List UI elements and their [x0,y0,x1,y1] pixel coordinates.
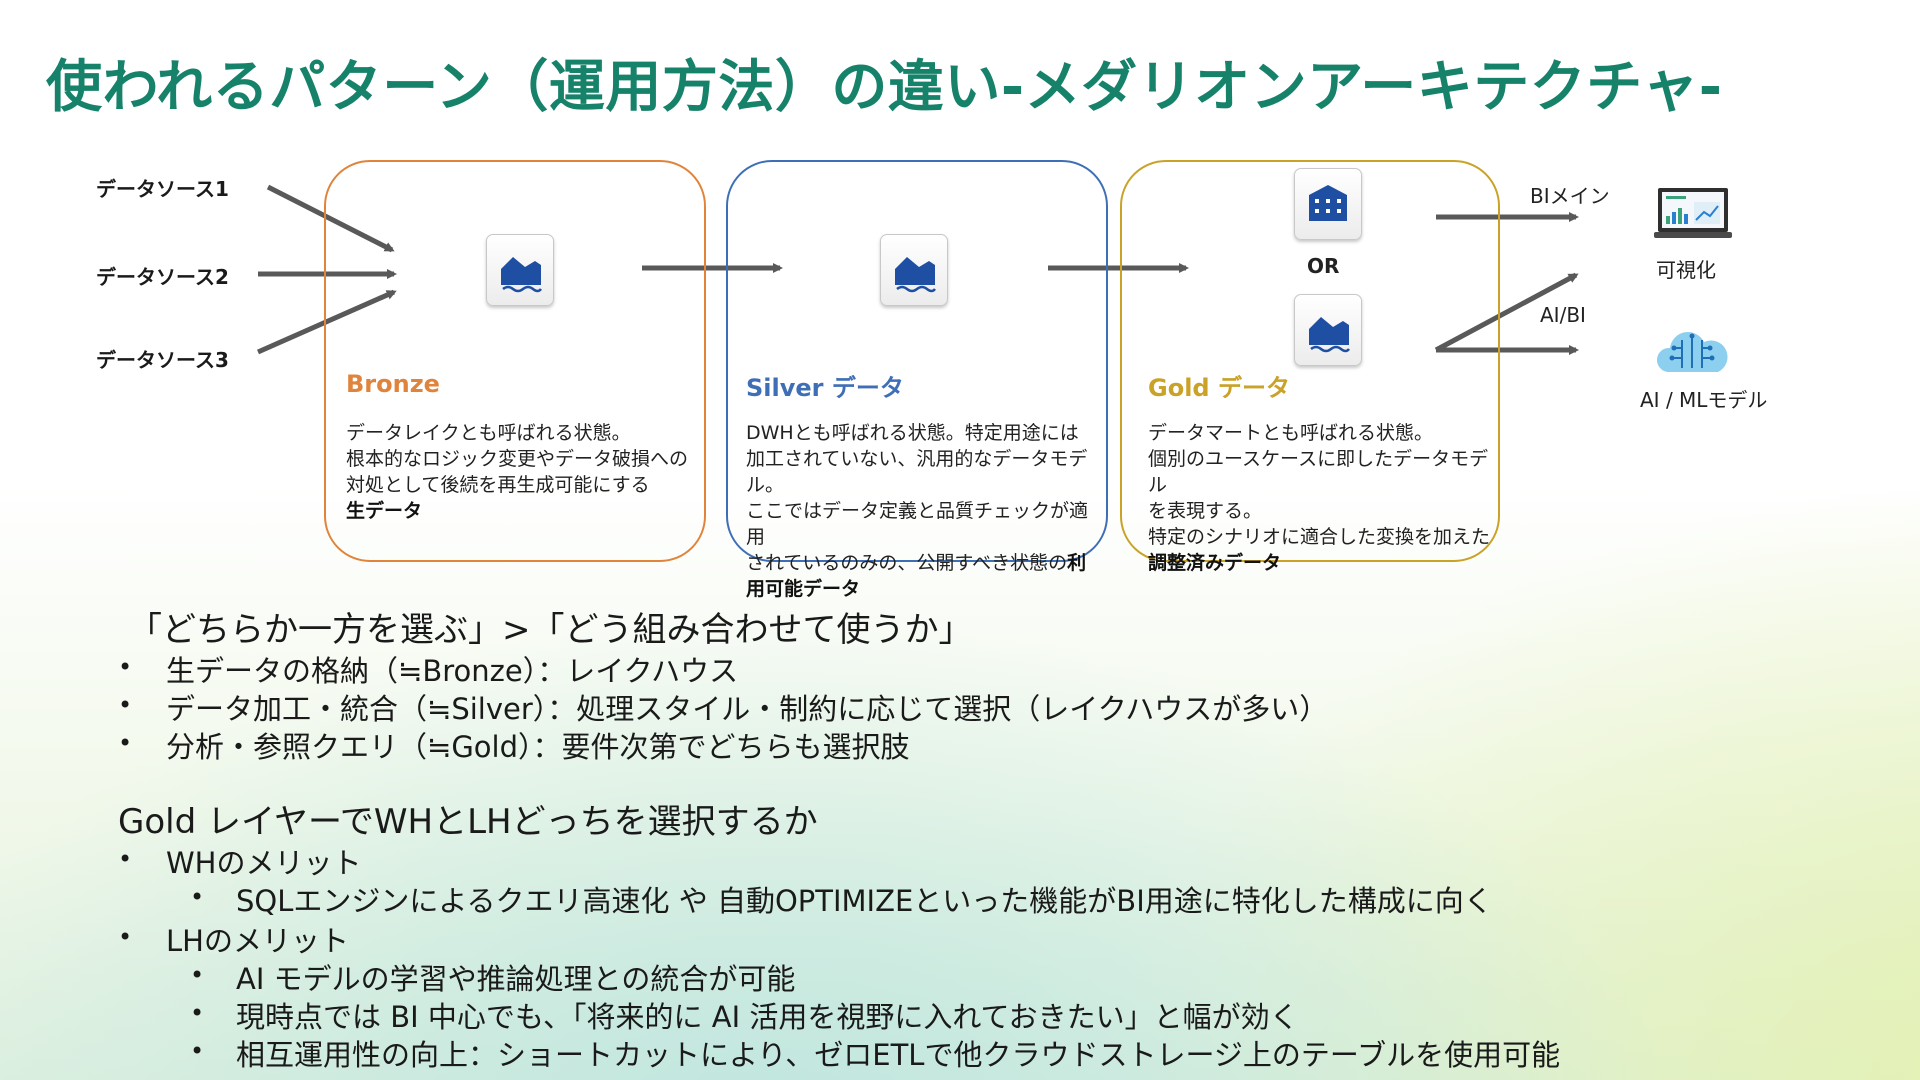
data-source-2: データソース2 [96,265,229,289]
gold-desc-line: を表現する。 [1148,500,1263,522]
bronze-desc-line: データレイクとも呼ばれる状態。 [346,422,631,444]
data-source-1: データソース1 [96,177,229,201]
wh-merit-subitem: • SQLエンジンによるクエリ高速化 や 自動OPTIMIZEといった機能がBI用… [190,878,1493,918]
arrow-source1 [266,184,395,253]
bullet: • [118,653,133,681]
bi-main-label: BIメイン [1530,184,1610,208]
silver-emphasis: 用可能データ [746,578,861,600]
lakehouse-icon [1294,294,1362,366]
gold-panel [1120,160,1500,562]
bronze-desc-line: 対処として後続を再生成可能にする [346,474,650,496]
list-item-text: 相互運用性の向上：ショートカットにより、ゼロETLで他クラウドストレージ上のテー… [236,1038,1561,1072]
gold-desc-line: データマートとも呼ばれる状態。 [1148,422,1434,444]
list-item-text: 生データの格納（≒Bronze）：レイクハウス [166,654,739,688]
gold-title: Gold データ [1148,374,1290,402]
section2-heading: Gold レイヤーでWHとLHどっちを選択するか [118,802,818,842]
list-item-text: 現時点では BI 中心でも、「将来的に AI 活用を視野に入れておきたい」と幅が… [236,1000,1299,1034]
arrow-ai-bi [1434,272,1579,353]
bronze-description: データレイクとも呼ばれる状態。 根本的なロジック変更やデータ破損への 対処として… [346,420,696,524]
or-label: OR [1307,254,1340,278]
gold-desc-line: 特定のシナリオに適合した変換を加えた [1148,526,1491,548]
ai-brain-cloud-icon [1656,332,1728,372]
list-item-text: データ加工・統合（≒Silver）：処理スタイル・制約に応じて選択（レイクハウス… [166,692,1329,726]
gold-emphasis: 調整済みデータ [1148,552,1282,574]
visualization-label: 可視化 [1656,258,1716,282]
silver-emphasis: 利 [1067,552,1087,574]
silver-desc-line: DWHとも呼ばれる状態。特定用途には [746,422,1079,444]
arrow-source3 [256,289,397,355]
warehouse-icon [1294,168,1362,240]
bullet: • [190,1037,205,1065]
silver-description: DWHとも呼ばれる状態。特定用途には 加工されていない、汎用的なデータモデル。 … [746,420,1106,602]
lakehouse-icon [486,234,554,306]
lakehouse-icon [880,234,948,306]
silver-desc-line: ここではデータ定義と品質チェックが適用 [746,500,1089,548]
bronze-title: Bronze [346,370,440,398]
bronze-desc-line: 根本的なロジック変更やデータ破損への [346,448,689,470]
lh-merit-subitem: • 相互運用性の向上：ショートカットにより、ゼロETLで他クラウドストレージ上のテ… [190,1032,1560,1072]
bullet: • [190,999,205,1027]
bronze-emphasis: 生データ [346,500,423,522]
bullet: • [118,923,133,951]
section1-heading: 「どちらか一方を選ぶ」>「どう組み合わせて使うか」 [128,610,973,650]
lh-merit-label: LHのメリット [166,924,349,958]
list-item-text: 分析・参照クエリ（≒Gold）：要件次第でどちらも選択肢 [166,730,910,764]
wh-merit-label: WHのメリット [166,846,362,880]
bullet: • [190,961,205,989]
wh-merit-item: • WHのメリット [118,840,361,880]
gold-description: データマートとも呼ばれる状態。 個別のユースケースに即したデータモデル を表現す… [1148,420,1498,576]
bullet: • [118,729,133,757]
page-title: 使われるパターン（運用方法）の違い-メダリオンアーキテクチャ- [46,55,1723,120]
section1-list-item: • データ加工・統合（≒Silver）：処理スタイル・制約に応じて選択（レイクハウ… [118,686,1328,726]
silver-panel [726,160,1108,562]
bullet: • [118,845,133,873]
bullet: • [118,691,133,719]
silver-title: Silver データ [746,374,904,402]
bullet: • [190,883,205,911]
lh-merit-subitem: • AI モデルの学習や推論処理との統合が可能 [190,956,795,996]
gold-desc-line: 個別のユースケースに即したデータモデル [1148,448,1489,496]
bronze-panel [324,160,706,562]
ai-ml-model-label: AI / MLモデル [1640,388,1768,412]
section1-list-item: • 分析・参照クエリ（≒Gold）：要件次第でどちらも選択肢 [118,724,910,764]
list-item-text: SQLエンジンによるクエリ高速化 や 自動OPTIMIZEといった機能がBI用途… [236,884,1493,918]
ai-bi-label: AI/BI [1540,303,1586,327]
list-item-text: AI モデルの学習や推論処理との統合が可能 [236,962,796,996]
silver-desc-line: されているのみの、公開すべき状態の [746,552,1068,574]
section1-list-item: • 生データの格納（≒Bronze）：レイクハウス [118,648,738,688]
silver-desc-line: 加工されていない、汎用的なデータモデル。 [746,448,1088,496]
lh-merit-subitem: • 現時点では BI 中心でも、「将来的に AI 活用を視野に入れておきたい」と幅… [190,994,1299,1034]
dashboard-monitor-icon [1654,188,1732,238]
data-source-3: データソース3 [96,348,229,372]
lh-merit-item: • LHのメリット [118,918,349,958]
